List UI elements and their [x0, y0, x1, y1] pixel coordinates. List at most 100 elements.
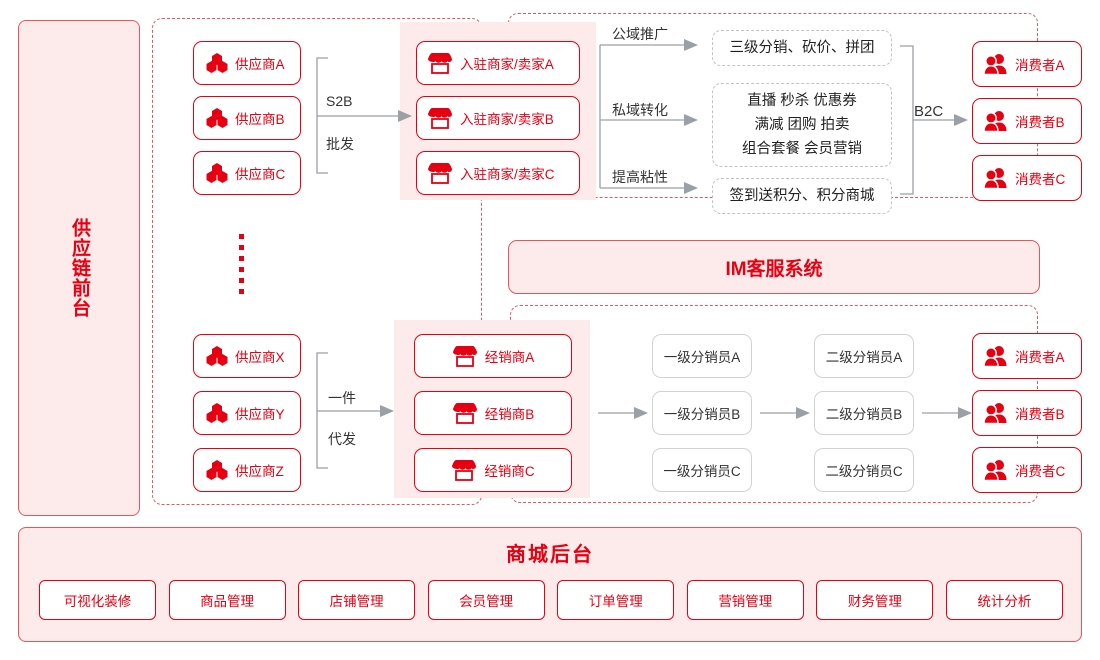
s2b-label-line2: 批发 [326, 136, 354, 152]
supplier-c-box[interactable]: 供应商C [193, 151, 301, 195]
stickiness-features-text: 签到送积分、积分商城 [729, 188, 875, 204]
im-customer-service-label: IM客服系统 [725, 258, 823, 280]
level1-distributor-c-box[interactable]: 一级分销员C [652, 448, 752, 492]
backend-module-member-management-label: 会员管理 [459, 594, 514, 609]
private-domain-features-box: 直播 秒杀 优惠券 满减 团购 拍卖 组合套餐 会员营销 [712, 83, 892, 167]
supply-chain-front-top-group [152, 18, 482, 505]
backend-module-visual-decoration-label: 可视化装修 [63, 594, 132, 609]
dropship-label-line1: 一件 [328, 390, 356, 406]
people-icon [983, 459, 1008, 482]
storefront-icon [427, 107, 453, 129]
mall-backend-modules: 可视化装修 商品管理 店铺管理 会员管理 订单管理 营销管理 财务管理 统计分析 [39, 580, 1063, 620]
dealer-a-box[interactable]: 经销商A [414, 334, 572, 378]
supplier-b-box[interactable]: 供应商B [193, 96, 301, 140]
im-customer-service-bar[interactable]: IM客服系统 [508, 240, 1040, 294]
consumer-a-top-label: 消费者A [1015, 58, 1065, 73]
merchant-b-box[interactable]: 入驻商家/卖家B [416, 96, 580, 140]
s2b-connector [316, 57, 412, 174]
stickiness-features-box: 签到送积分、积分商城 [712, 178, 892, 214]
storefront-icon [427, 52, 453, 74]
consumer-c-bottom-label: 消费者C [1015, 464, 1066, 479]
dealers-to-level1-arrow [598, 407, 648, 419]
hexagons-icon [206, 460, 228, 480]
people-icon [983, 110, 1008, 133]
backend-module-finance-management[interactable]: 财务管理 [816, 580, 934, 620]
dealer-b-label: 经销商B [484, 407, 535, 422]
dropship-connector [316, 352, 394, 469]
supplier-x-box[interactable]: 供应商X [193, 334, 301, 378]
supplier-c-label: 供应商C [235, 167, 286, 182]
merchant-a-box[interactable]: 入驻商家/卖家A [416, 41, 580, 85]
merchant-c-label: 入驻商家/卖家C [460, 167, 555, 182]
supplier-z-label: 供应商Z [235, 464, 284, 479]
backend-module-order-management-label: 订单管理 [588, 594, 643, 609]
level2-distributor-a-label: 二级分销员A [825, 350, 903, 365]
supplier-z-box[interactable]: 供应商Z [193, 448, 301, 492]
dealer-b-box[interactable]: 经销商B [414, 391, 572, 435]
consumer-b-bottom-box[interactable]: 消费者B [972, 390, 1082, 436]
consumer-c-top-label: 消费者C [1015, 172, 1066, 187]
backend-module-product-management-label: 商品管理 [200, 594, 255, 609]
backend-module-marketing-management-label: 营销管理 [718, 594, 773, 609]
merchant-c-box[interactable]: 入驻商家/卖家C [416, 151, 580, 195]
consumer-a-top-box[interactable]: 消费者A [972, 41, 1082, 87]
level2-distributor-a-box[interactable]: 二级分销员A [814, 334, 914, 378]
dealer-c-box[interactable]: 经销商C [414, 448, 572, 492]
marketing-branch-connector [599, 39, 698, 194]
storefront-icon [452, 345, 478, 367]
backend-module-statistics-analysis[interactable]: 统计分析 [945, 580, 1063, 620]
level1-distributor-a-box[interactable]: 一级分销员A [652, 334, 752, 378]
public-domain-label: 公域推广 [612, 26, 668, 42]
stickiness-label: 提高粘性 [612, 169, 668, 185]
level2-distributor-b-label: 二级分销员B [825, 407, 903, 422]
backend-module-store-management-label: 店铺管理 [329, 594, 384, 609]
consumer-c-top-box[interactable]: 消费者C [972, 155, 1082, 201]
supply-chain-frontend-label: 供应链前台 [69, 218, 90, 318]
hexagons-icon [206, 403, 228, 423]
backend-module-order-management[interactable]: 订单管理 [557, 580, 675, 620]
backend-module-marketing-management[interactable]: 营销管理 [686, 580, 804, 620]
backend-module-product-management[interactable]: 商品管理 [168, 580, 286, 620]
supply-chain-frontend-panel: 供应链前台 [18, 20, 140, 516]
mall-backend-panel: 商城后台 可视化装修 商品管理 店铺管理 会员管理 订单管理 营销管理 财务管理 [18, 527, 1082, 642]
storefront-icon [451, 459, 477, 481]
supplier-y-box[interactable]: 供应商Y [193, 391, 301, 435]
level1-distributor-b-box[interactable]: 一级分销员B [652, 391, 752, 435]
private-domain-features-text: 直播 秒杀 优惠券 满减 团购 拍卖 组合套餐 会员营销 [741, 93, 863, 157]
level2-distributor-c-label: 二级分销员C [825, 464, 903, 479]
s2b-label-line1: S2B [326, 93, 353, 109]
vertical-ellipsis [239, 234, 247, 296]
backend-module-member-management[interactable]: 会员管理 [427, 580, 545, 620]
level1-distributor-c-label: 一级分销员C [663, 464, 741, 479]
people-icon [983, 345, 1008, 368]
merchant-b-label: 入驻商家/卖家B [460, 112, 554, 127]
people-icon [983, 402, 1008, 425]
dealer-c-label: 经销商C [484, 464, 535, 479]
consumer-a-bottom-box[interactable]: 消费者A [972, 333, 1082, 379]
level1-distributor-a-label: 一级分销员A [663, 350, 741, 365]
level2-to-consumers-arrow [922, 407, 972, 419]
storefront-icon [427, 162, 453, 184]
hexagons-icon [206, 53, 228, 73]
mall-backend-title: 商城后台 [506, 544, 594, 566]
supplier-x-label: 供应商X [235, 350, 285, 365]
backend-module-visual-decoration[interactable]: 可视化装修 [39, 580, 156, 620]
level2-distributor-b-box[interactable]: 二级分销员B [814, 391, 914, 435]
public-domain-features-text: 三级分销、砍价、拼团 [729, 40, 875, 56]
b2c-connector [900, 45, 968, 195]
level2-distributor-c-box[interactable]: 二级分销员C [814, 448, 914, 492]
hexagons-icon [206, 346, 228, 366]
private-domain-label: 私域转化 [612, 102, 668, 118]
people-icon [983, 167, 1008, 190]
hexagons-icon [206, 108, 228, 128]
level1-to-level2-arrow [760, 407, 810, 419]
consumer-c-bottom-box[interactable]: 消费者C [972, 447, 1082, 493]
backend-module-store-management[interactable]: 店铺管理 [298, 580, 416, 620]
supplier-a-box[interactable]: 供应商A [193, 41, 301, 85]
consumer-b-bottom-label: 消费者B [1015, 407, 1065, 422]
storefront-icon [452, 402, 478, 424]
backend-module-statistics-analysis-label: 统计分析 [977, 594, 1032, 609]
supplier-b-label: 供应商B [235, 112, 285, 127]
consumer-b-top-box[interactable]: 消费者B [972, 98, 1082, 144]
public-domain-features-box: 三级分销、砍价、拼团 [712, 30, 892, 66]
